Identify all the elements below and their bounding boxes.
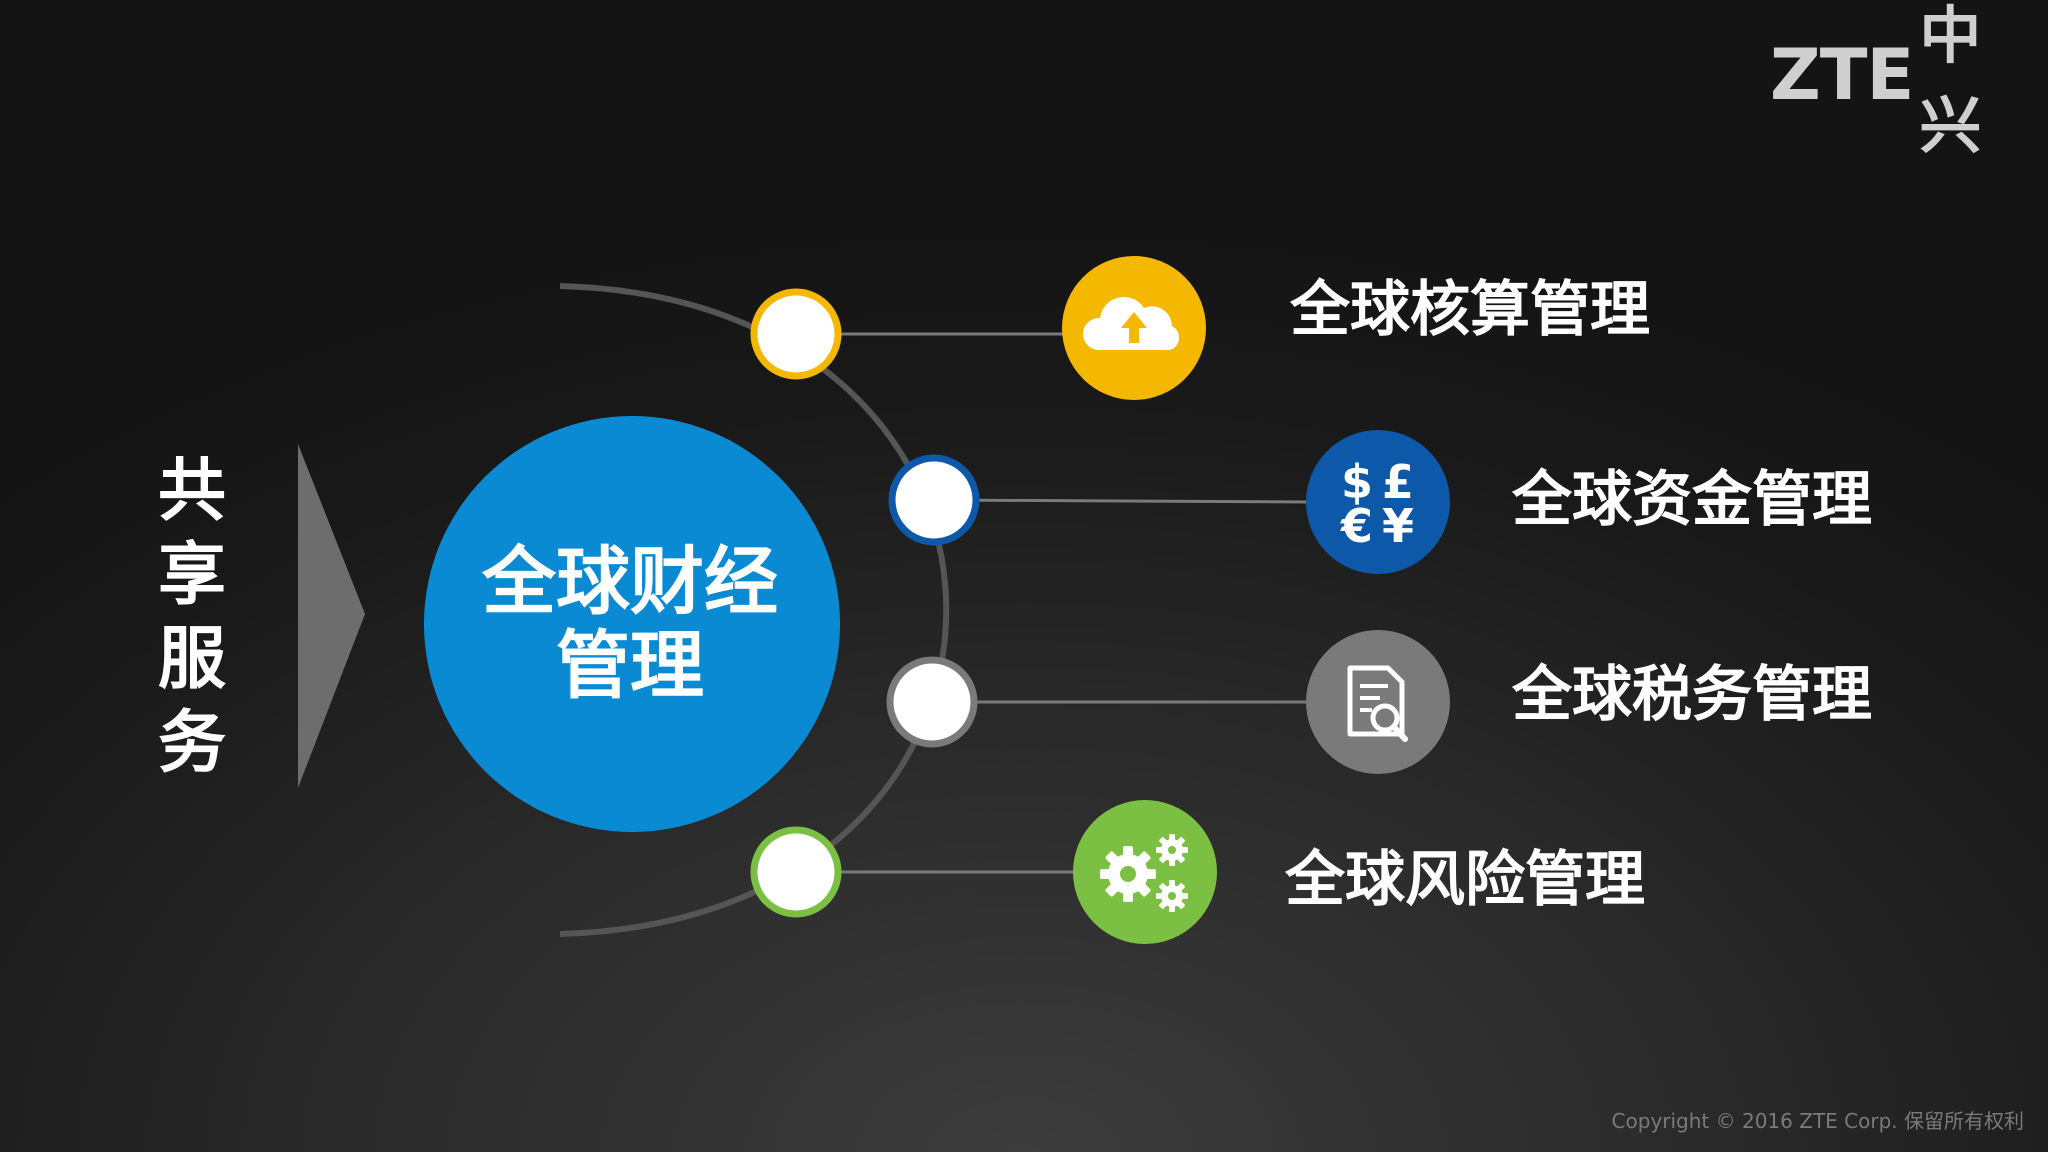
item-label-tax: 全球税务管理: [1512, 660, 1872, 730]
item-label-risk: 全球风险管理: [1285, 845, 1645, 915]
pointer-triangle: [298, 444, 365, 788]
item-label-accounting: 全球核算管理: [1290, 275, 1650, 345]
hub-label-line-2: 管理: [556, 623, 704, 709]
cloud-upload-icon: [1062, 256, 1206, 400]
node-circle-2: [888, 454, 980, 546]
copyright-notice: Copyright © 2016 ZTE Corp. 保留所有权利: [1611, 1109, 2024, 1133]
node-circle-1: [750, 288, 842, 380]
document-search-icon: [1306, 630, 1450, 774]
node-circle-4: [750, 826, 842, 918]
hub-circle: [424, 416, 840, 832]
connector-line-2: [933, 498, 1311, 504]
logo-latin-text: ZTE: [1770, 34, 1914, 116]
side-title-char: 服: [157, 620, 226, 699]
side-title-char: 共: [157, 452, 226, 531]
item-label-treasury: 全球资金管理: [1512, 465, 1872, 535]
hub-label: 全球财经 管理: [440, 540, 820, 708]
svg-text:£: £: [1382, 455, 1414, 509]
svg-text:¥: ¥: [1382, 499, 1414, 553]
svg-text:$: $: [1341, 455, 1373, 509]
side-title: 共 享 服 务: [150, 450, 234, 786]
side-title-char: 务: [157, 704, 226, 783]
zte-logo: ZTE 中兴: [1770, 0, 2020, 162]
svg-text:€: €: [1340, 499, 1373, 553]
side-title-char: 享: [157, 536, 226, 615]
logo-cjk-text: 中兴: [1919, 0, 1982, 162]
currency-icon: $ £ € ¥: [1306, 430, 1450, 574]
hub-label-line-1: 全球财经: [482, 539, 778, 625]
node-circle-3: [886, 656, 978, 748]
gears-icon: [1073, 800, 1217, 944]
